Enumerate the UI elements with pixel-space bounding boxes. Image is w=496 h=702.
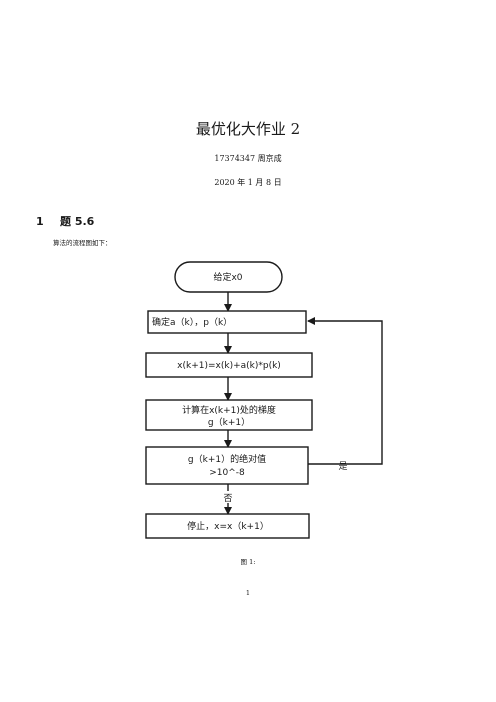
step3-label-line2: g（k+1） <box>208 417 250 428</box>
step1-label: 确定a（k），p（k） <box>152 316 232 328</box>
step3-label-line1: 计算在x(k+1)处的梯度 <box>182 404 276 416</box>
intro-text: 算法的流程图如下： <box>53 239 112 247</box>
page-number: 1 <box>245 589 251 597</box>
arrow-yes-loop <box>307 317 383 465</box>
date-line: 2020 年 1 月 8 日 <box>214 178 282 187</box>
step2-box <box>145 352 313 378</box>
decision-label-line2: >10^-8 <box>209 468 245 478</box>
start-label: 给定x0 <box>213 271 242 283</box>
step3-box <box>145 399 313 431</box>
document-title: 最优化大作业 2 <box>195 120 301 138</box>
no-label: 否 <box>223 493 232 504</box>
step2-label: x(k+1)=x(k)+a(k)*p(k) <box>177 361 281 371</box>
end-label: 停止，x=x（k+1） <box>187 520 269 532</box>
section-title: 题 5.6 <box>60 215 95 228</box>
author-line: 17374347 周京成 <box>214 154 282 163</box>
decision-label-line1: g（k+1）的绝对值 <box>188 453 266 465</box>
no-label-bg <box>220 491 236 503</box>
section-number: 1 <box>36 215 44 228</box>
figure-caption: 图 1: <box>240 558 256 566</box>
yes-label: 是 <box>338 461 347 472</box>
end-box <box>145 513 310 539</box>
section-heading: 1 题 5.6 <box>36 213 94 229</box>
decision-box <box>145 446 309 485</box>
step1-box <box>147 310 307 334</box>
